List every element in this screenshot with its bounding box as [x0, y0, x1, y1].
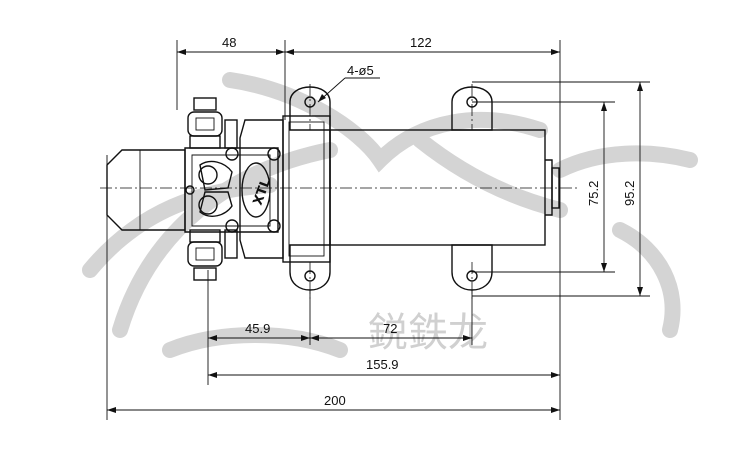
screw-3: [267, 147, 281, 161]
dim-95-2: 95.2: [622, 181, 637, 206]
hole-top-right: [466, 96, 478, 108]
hole-bottom-left: [304, 270, 316, 282]
pump-head-outer: [239, 119, 284, 259]
dim-48: 48: [222, 35, 236, 50]
inlet-block: [106, 149, 186, 231]
bottom-port-nut: [187, 241, 223, 267]
screw-2: [225, 219, 239, 233]
dim-holes: 4-ø5: [347, 63, 374, 78]
hole-bottom-right: [466, 270, 478, 282]
top-port-nut: [187, 111, 223, 137]
top-port-cap: [193, 97, 217, 111]
dim-200: 200: [324, 393, 346, 408]
screw-1: [225, 147, 239, 161]
dimension-lines: [107, 49, 643, 413]
watermark-logo: 鋭鉄龙: [82, 72, 698, 358]
hole-top-left: [304, 96, 316, 108]
screw-4: [267, 219, 281, 233]
dim-122: 122: [410, 35, 432, 50]
dim-72: 72: [383, 321, 397, 336]
watermark-text: 鋭鉄龙: [368, 310, 488, 356]
brand-oval: [241, 162, 271, 218]
pump-body: XTL: [106, 86, 560, 291]
bracket-bottom-right: [451, 244, 493, 291]
dim-155-9: 155.9: [366, 357, 399, 372]
bottom-port-cap: [193, 267, 217, 281]
bracket-top-right: [451, 86, 493, 131]
dim-45-9: 45.9: [245, 321, 270, 336]
motor-flange: [282, 115, 331, 263]
dim-75-2: 75.2: [586, 181, 601, 206]
dimension-labels: 48 122 4-ø5 75.2 95.2 45.9 72 155.9 200: [222, 35, 637, 408]
